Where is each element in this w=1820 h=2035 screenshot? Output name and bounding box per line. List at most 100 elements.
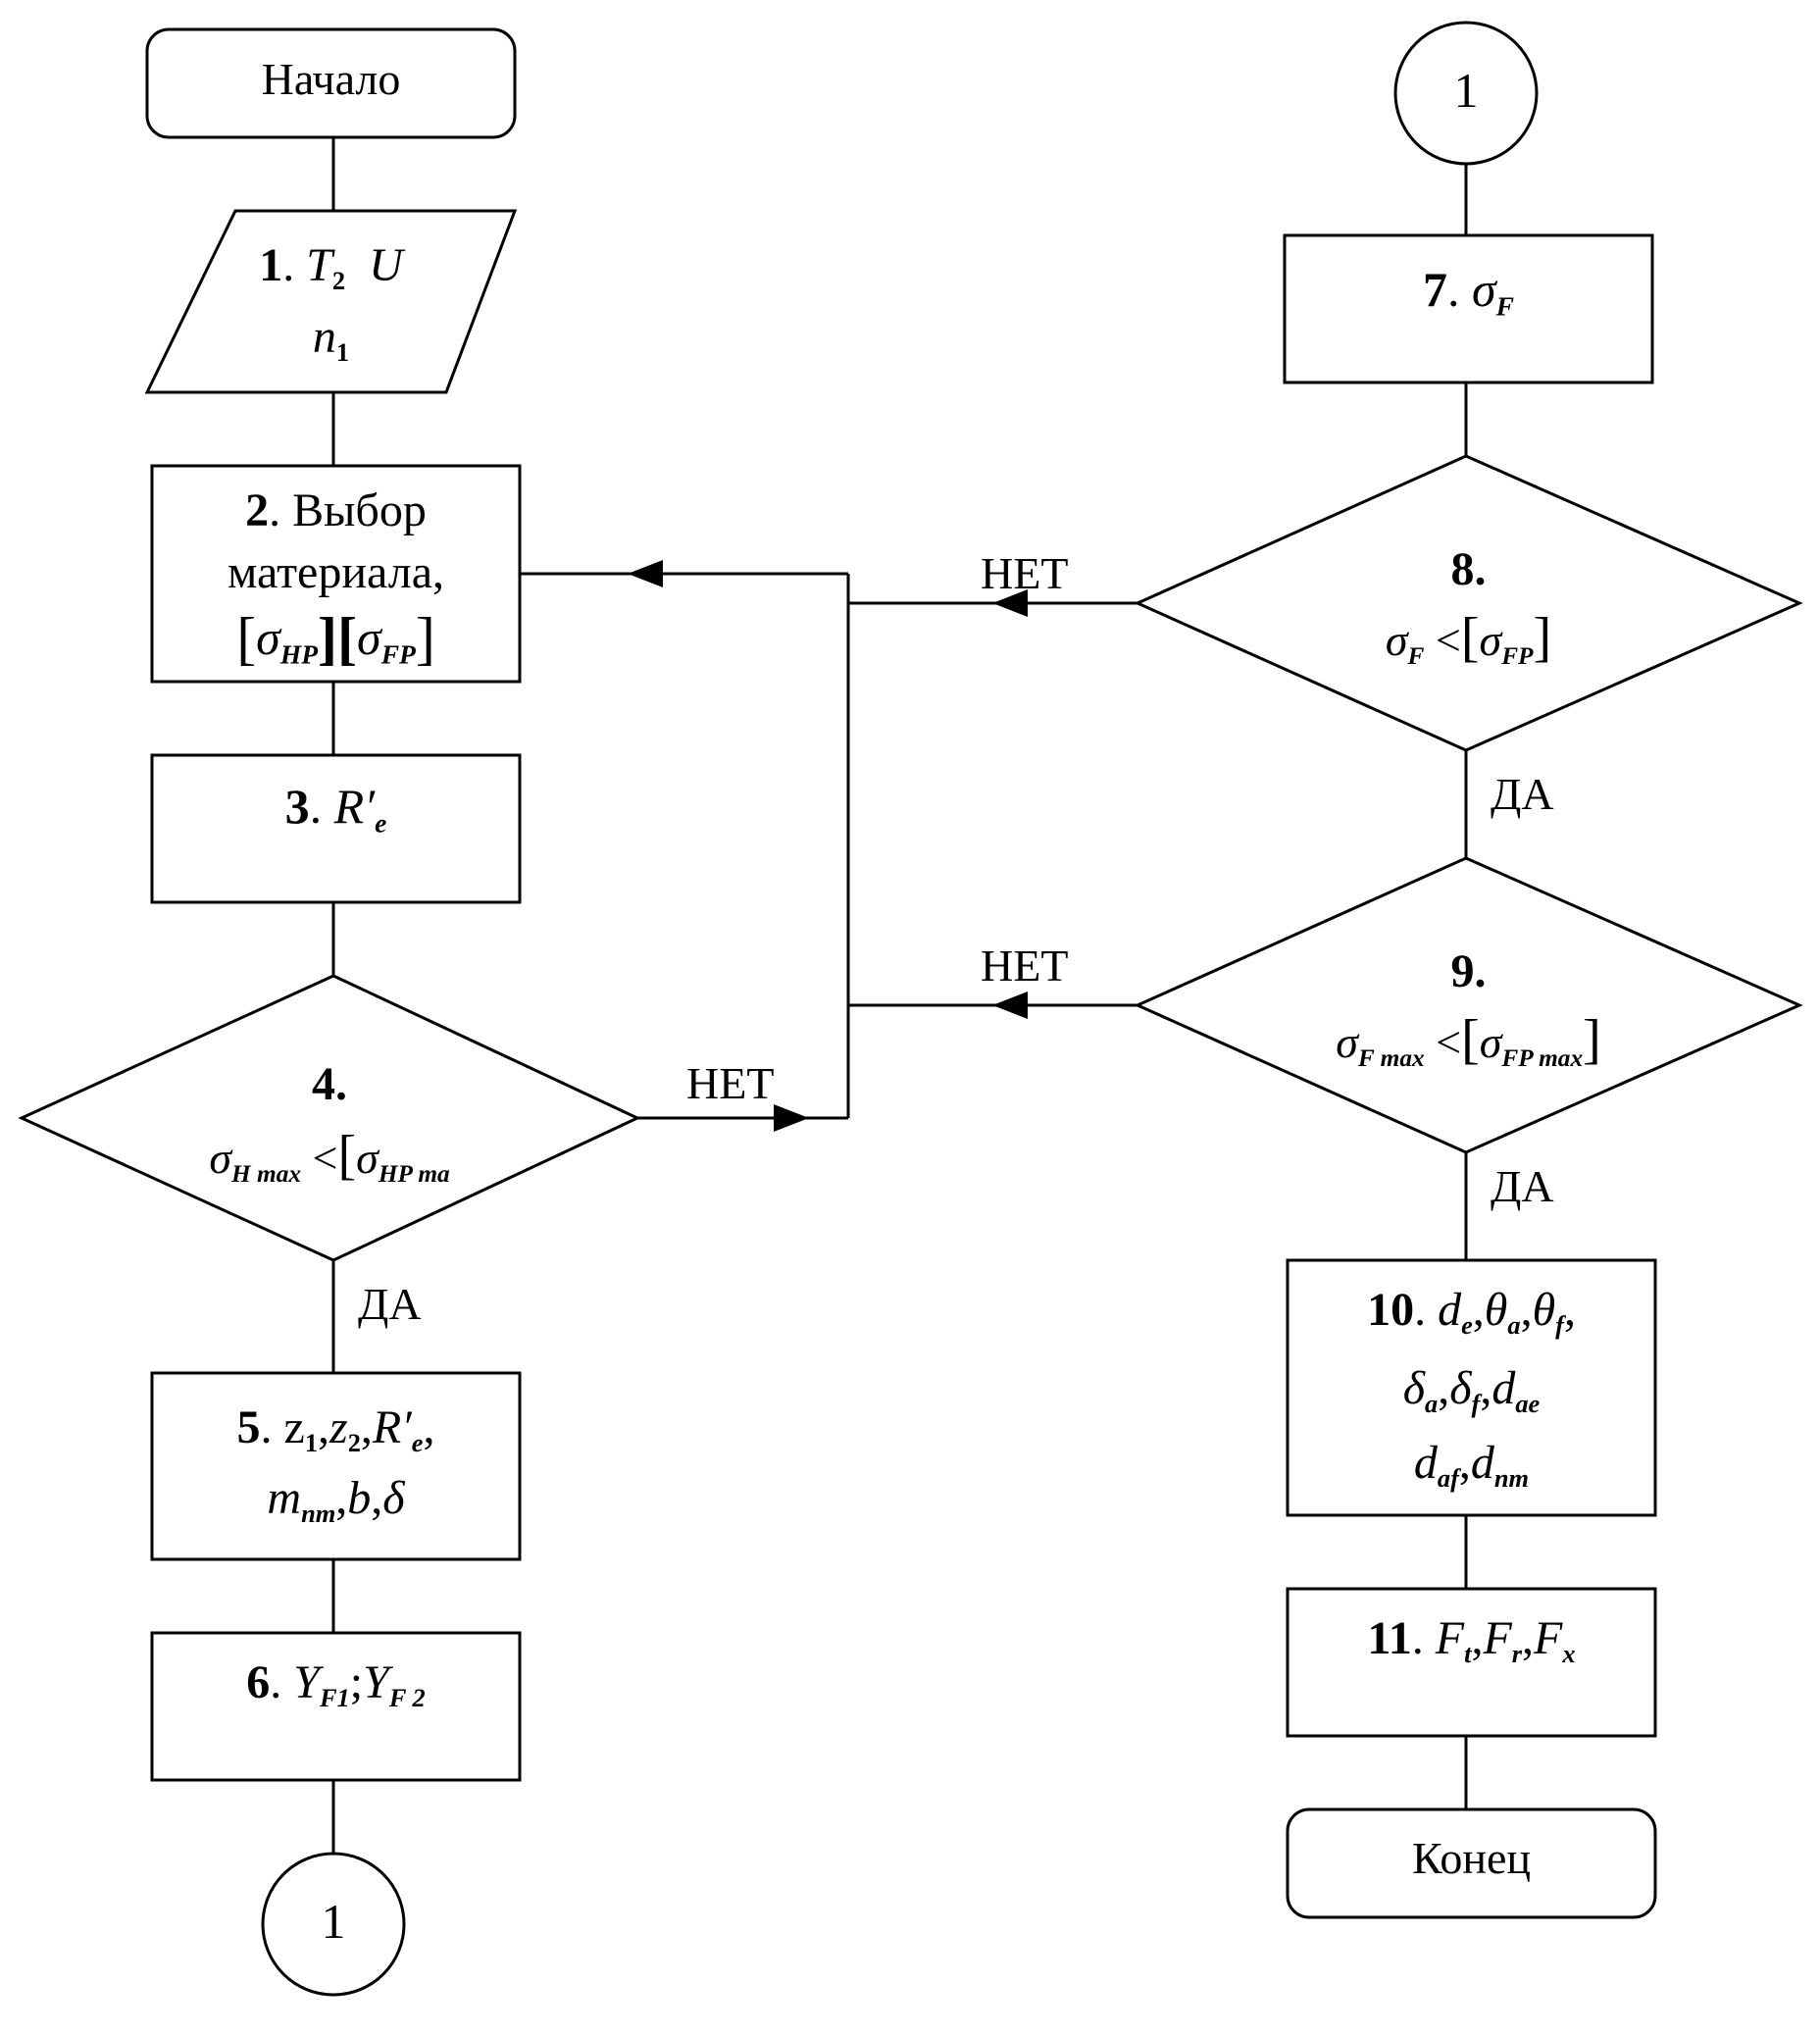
block-5-z2: z [329,1401,348,1453]
block-11-ft-sub: t [1464,1639,1472,1669]
block-10-theta-f-sub: f [1555,1310,1564,1341]
block-9-sigma: σ [1336,1017,1358,1067]
block-5-line-2: mnm,b,δ [267,1472,405,1529]
block-2-line-3: [σHP][σFP] [236,606,435,671]
block-7-sigma: σ [1471,262,1496,317]
block-8-number-line: 8. [1450,543,1487,595]
start-text: Начало [261,54,401,104]
block-10-theta-a: θ [1484,1284,1508,1336]
block-5-b: b [347,1472,372,1524]
block-1-n: n [312,311,336,363]
process-block-5 [150,1371,522,1561]
block-8-condition: σF <[σFP] [1385,607,1552,670]
process-block-7 [1283,233,1654,384]
block-10-line-3: daf,dnm [1413,1437,1530,1494]
block-11-fr-sub: r [1511,1639,1523,1669]
block-11-label: 11. Ft,Fr,Fx [1367,1612,1576,1669]
block-8-limit: σ [1479,615,1502,665]
block-7-number: 7 [1422,262,1447,317]
block-10-theta-f: θ [1532,1284,1556,1336]
process-block-10 [1286,1258,1657,1517]
decision-block-8 [1134,454,1803,752]
block-2-number: 2 [245,484,270,536]
block-2-sigma-fp: σ [357,610,381,665]
block-10-delta-f: δ [1449,1362,1472,1414]
block-8-operator: < [1435,615,1461,665]
input-block-1 [144,209,518,394]
arrow-to-block-2 [628,560,663,587]
connector-1-bottom-label: 1 [263,1895,404,1949]
end-terminal [1286,1807,1657,1919]
block-2-text-1: Выбор [292,484,427,536]
block-10-line-1: 10. de,θa,θf, [1367,1284,1576,1341]
block-5-re: R′ [372,1401,412,1453]
block-4-sigma: σ [209,1133,232,1183]
block-2-sigma-fp-sub: FP [380,638,416,670]
block-4-number-line: 4. [312,1058,347,1110]
edge-label-no-9: НЕТ [981,941,1069,991]
block-2-sigma-hp-sub: HP [279,638,319,670]
block-10-dnm-sub: nm [1493,1463,1530,1494]
start-terminal [145,27,517,139]
edge-label-yes-8: ДА [1491,769,1554,819]
block-6-number: 6 [246,1656,271,1708]
arrow-no-8 [992,589,1028,617]
block-10-delta-a-sub: a [1425,1389,1439,1419]
block-10-delta-a: δ [1402,1362,1426,1414]
block-5-z1: z [283,1401,305,1453]
block-10-dnm: d [1470,1437,1494,1489]
block-3-label: 3. R′e [284,779,387,839]
block-9-operator: < [1436,1017,1462,1067]
process-block-6 [150,1631,522,1782]
block-8-sigma: σ [1385,615,1408,665]
block-8-number: 8 [1450,543,1475,595]
block-1-t-sub: 2 [331,266,346,296]
edge-label-yes-9: ДА [1491,1161,1554,1211]
start-label: Начало [147,54,515,105]
process-block-11 [1286,1587,1657,1738]
connector-1-top-text: 1 [1453,63,1479,118]
block-9-sigma-sub: F max [1357,1043,1425,1072]
process-block-3 [150,753,522,904]
edge-label-yes-4: ДА [358,1279,422,1329]
block-10-delta-f-sub: f [1471,1389,1481,1419]
block-10-de: d [1438,1284,1462,1336]
connector-1-top-label: 1 [1395,64,1537,118]
edge-label-no-8: НЕТ [981,548,1069,598]
edge-label-no-4: НЕТ [686,1058,775,1108]
block-4-condition: σH max <[σHP ma [209,1125,450,1188]
block-2-text-2: материала, [227,546,445,598]
block-9-number: 9 [1450,945,1475,997]
block-5-z2-sub: 2 [347,1428,361,1458]
block-9-condition: σF max <[σFP max] [1336,1009,1601,1072]
block-2-line-1: 2. Выбор [245,484,427,536]
block-11-fr: F [1483,1612,1512,1664]
block-2-line-2: материала, [152,546,520,599]
block-9-limit-sub: FP max [1501,1043,1584,1072]
block-3-symbol: R′ [333,779,376,834]
block-6-y2: Y [363,1656,389,1708]
block-4-operator: < [312,1133,338,1183]
block-4-limit-sub: HP ma [378,1159,450,1188]
block-6-y1-sub: F1 [319,1683,350,1713]
block-11-fx: F [1534,1612,1563,1664]
block-10-theta-a-sub: a [1507,1310,1521,1341]
end-label: Конец [1288,1833,1655,1884]
block-5-z1-sub: 1 [304,1428,319,1458]
block-6-y1: Y [293,1656,320,1708]
block-10-number: 10 [1367,1284,1415,1336]
block-8-sigma-sub: F [1407,641,1425,670]
block-7-label: 7. σF [1422,262,1514,322]
block-1-line-1: 1. T2 U [259,239,403,296]
connector-1-bottom-text: 1 [321,1894,346,1949]
block-5-re-sub: e [411,1428,424,1458]
block-7-sigma-sub: F [1495,290,1514,322]
block-5-m-sub: nm [301,1499,336,1529]
arrow-no-4 [774,1104,809,1132]
block-4-sigma-sub: H max [231,1159,302,1188]
block-5-delta: δ [382,1472,405,1524]
page-connector-1-bottom [261,1852,406,1997]
decision-block-4 [18,974,641,1262]
